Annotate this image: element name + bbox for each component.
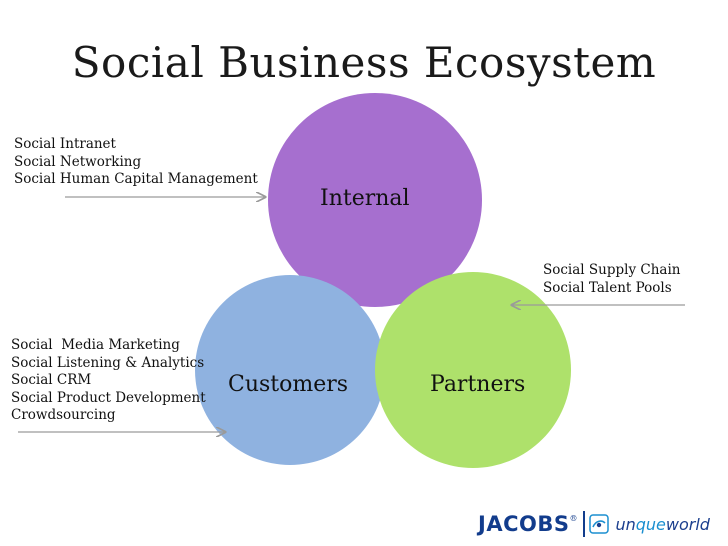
logo-divider — [583, 511, 586, 537]
annotation-item: Social Supply Chain — [543, 262, 681, 278]
internal-circle — [268, 93, 482, 307]
partners-label: Partners — [430, 372, 526, 397]
annotation-item: Social Product Development — [11, 389, 206, 406]
annotation-item: Social Talent Pools — [543, 279, 672, 296]
sponsor-logo: JACOBS ® unqueworld — [478, 510, 710, 538]
customers-circle — [195, 275, 385, 465]
logo-text-part: que — [635, 514, 666, 534]
partners-circle — [375, 272, 571, 468]
annotation-item: Crowdsourcing — [11, 407, 116, 423]
internal-label: Internal — [320, 186, 410, 211]
annotation-item: Social Human Capital Management — [14, 171, 258, 187]
partners-annotation: Social Supply Chain Social Talent Pools — [543, 262, 680, 297]
customers-annotation: Social Media Marketing Social Listening … — [11, 337, 206, 425]
page-title: Social Business Ecosystem — [71, 38, 657, 87]
annotation-item: Social CRM — [11, 372, 92, 388]
annotation-item: Social Listening & Analytics — [11, 354, 205, 371]
uniqueworld-logo-text: unqueworld — [615, 515, 709, 534]
registered-mark: ® — [569, 514, 578, 523]
globe-icon — [589, 514, 610, 534]
annotation-item: Social Intranet — [14, 136, 116, 152]
logo-text-part: world — [665, 514, 710, 534]
customers-label: Customers — [228, 372, 349, 397]
internal-annotation: Social Intranet Social Networking Social… — [14, 136, 258, 189]
annotation-item: Social Media Marketing — [11, 337, 180, 353]
jacobs-logo-text: JACOBS — [478, 512, 570, 536]
annotation-item: Social Networking — [14, 153, 142, 170]
logo-text-part: un — [615, 514, 636, 534]
